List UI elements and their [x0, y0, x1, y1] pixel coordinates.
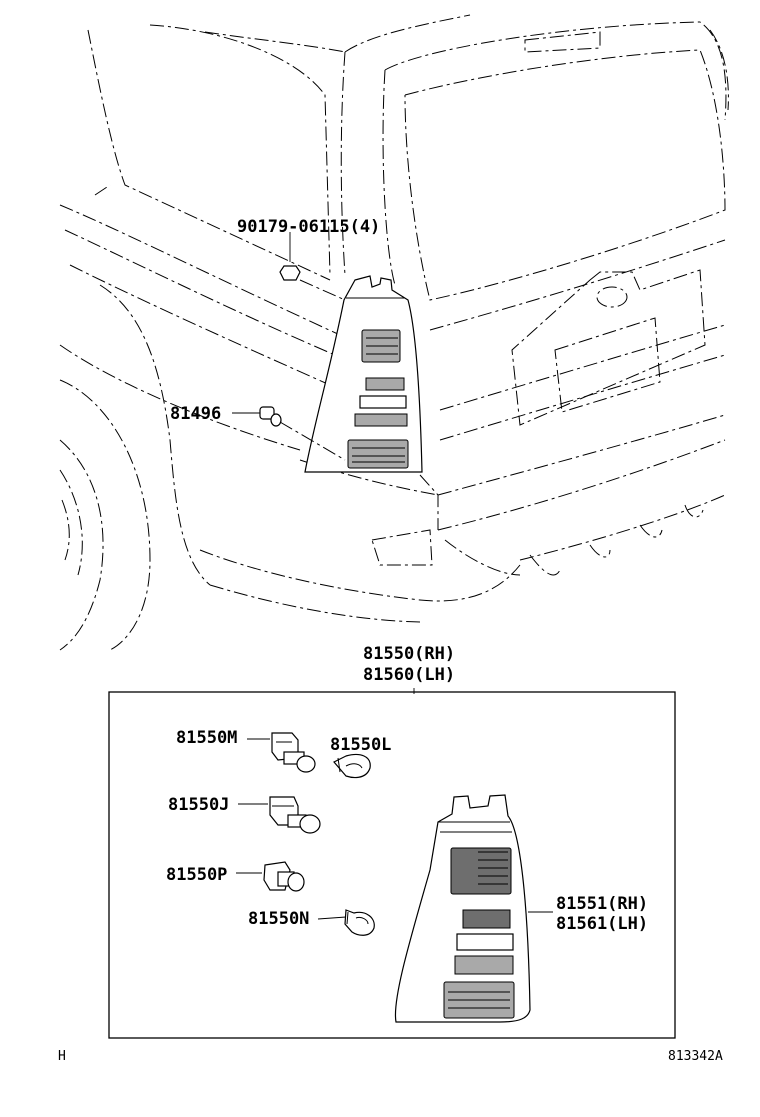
label-socket-m: 81550M	[176, 728, 237, 748]
socket-81550j	[238, 796, 321, 834]
label-81496: 81496	[170, 404, 221, 424]
label-lens-rh: 81551(RH)	[556, 894, 648, 914]
label-bulb-l: 81550L	[330, 735, 391, 755]
label-bulb-n: 81550N	[248, 909, 309, 929]
bulb-81550n	[317, 909, 375, 936]
label-lamp-assy-rh: 81550(RH)	[363, 644, 455, 664]
label-socket-j: 81550J	[168, 795, 229, 815]
screw-part	[279, 232, 346, 301]
label-screw: 90179-06115(4)	[237, 217, 380, 237]
socket-81550p	[236, 861, 305, 892]
vehicle-rear-illustration	[59, 14, 729, 651]
lamp-assembly-box	[108, 688, 676, 1039]
label-lens-lh: 81561(LH)	[556, 914, 648, 934]
tail-lamp-lens	[394, 794, 553, 1023]
bulb-81550l	[333, 753, 371, 779]
socket-81550m	[247, 732, 316, 773]
installed-tail-lamp	[304, 275, 423, 473]
label-lamp-assy-lh: 81560(LH)	[363, 665, 455, 685]
bulb-socket-81496	[232, 406, 346, 461]
figure-code: 813342A	[668, 1049, 723, 1064]
footer-left-mark: H	[58, 1049, 66, 1064]
label-socket-p: 81550P	[166, 865, 227, 885]
